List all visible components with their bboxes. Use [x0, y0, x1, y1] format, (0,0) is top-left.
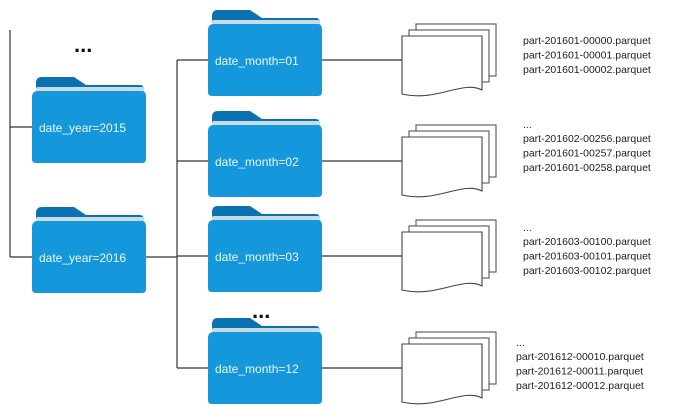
folder-body [208, 220, 322, 292]
folder-label: date_month=01 [215, 54, 299, 68]
year-folder[interactable]: date_year=2015 [32, 77, 146, 163]
more-files-ellipsis: ... [523, 119, 532, 131]
parquet-files-icon [401, 124, 497, 198]
parquet-files-icon [401, 219, 497, 293]
document-sheet [401, 343, 483, 405]
connectors [9, 30, 402, 369]
file-name: part-201603-00102.parquet [523, 265, 651, 277]
months-ellipsis: ... [252, 298, 270, 323]
file-name: part-201603-00100.parquet [523, 236, 651, 248]
folder-body [208, 125, 322, 197]
folder-label: date_month=03 [215, 250, 299, 264]
file-name: part-201603-00101.parquet [523, 251, 651, 263]
month-folder[interactable]: date_month=03 [208, 206, 322, 292]
file-name: part-201612-00012.parquet [516, 380, 644, 392]
document-sheet [401, 231, 483, 293]
folder-label: date_year=2015 [39, 121, 126, 135]
parquet-files-icon [401, 23, 497, 97]
file-name: part-201601-00257.parquet [523, 148, 651, 160]
folder-body [32, 91, 146, 163]
file-name: part-201612-00010.parquet [516, 351, 644, 363]
file-name: part-201602-00256.parquet [523, 133, 651, 145]
month-folder[interactable]: date_month=01 [208, 10, 322, 96]
file-name: part-201601-00258.parquet [523, 162, 651, 174]
years-ellipsis: ... [74, 32, 92, 57]
folder-label: date_month=02 [215, 155, 299, 169]
year-folder[interactable]: date_year=2016 [32, 207, 146, 293]
file-name: part-201601-00001.parquet [523, 50, 651, 62]
document-sheet [401, 35, 483, 97]
folder-label: date_month=12 [215, 362, 299, 376]
folder-body [208, 24, 322, 96]
document-sheet [401, 136, 483, 198]
file-name: part-201601-00000.parquet [523, 35, 651, 47]
folder-body [32, 221, 146, 293]
file-name: part-201601-00002.parquet [523, 64, 651, 76]
more-files-ellipsis: ... [523, 222, 532, 234]
folder-body [208, 332, 322, 404]
month-folder[interactable]: date_month=12 [208, 318, 322, 404]
folder-label: date_year=2016 [39, 251, 126, 265]
parquet-files-icon [401, 331, 497, 405]
month-folder[interactable]: date_month=02 [208, 111, 322, 197]
more-files-ellipsis: ... [516, 337, 525, 349]
file-name: part-201612-00011.parquet [516, 366, 643, 378]
